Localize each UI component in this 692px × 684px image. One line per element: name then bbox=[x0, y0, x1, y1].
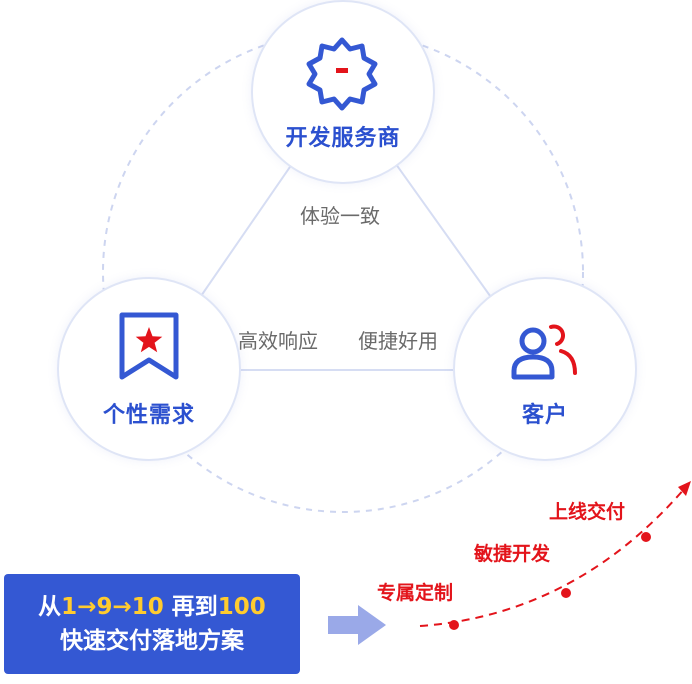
edge-label-left: 高效响应 bbox=[238, 329, 318, 353]
users-icon bbox=[511, 324, 577, 380]
node-needs: 个性需求 bbox=[57, 277, 241, 461]
edge-label-right: 便捷好用 bbox=[358, 329, 438, 353]
node-customer-label: 客户 bbox=[521, 403, 568, 428]
node-customer: 客户 bbox=[453, 277, 637, 461]
banner-step-100: 100 bbox=[217, 594, 266, 620]
stage-label-agile: 敏捷开发 bbox=[474, 543, 551, 565]
banner-step-10: 10 bbox=[131, 594, 164, 620]
bookmark-star-icon bbox=[119, 312, 179, 380]
node-needs-label: 个性需求 bbox=[102, 403, 195, 428]
banner-arrow-2: → bbox=[112, 594, 132, 620]
connecting-triangle bbox=[148, 88, 545, 371]
gear-icon bbox=[306, 37, 378, 111]
banner-arrow-1: → bbox=[77, 594, 97, 620]
node-developer-label: 开发服务商 bbox=[285, 126, 401, 151]
stage-label-delivery: 上线交付 bbox=[549, 501, 626, 523]
edge-label-top: 体验一致 bbox=[300, 204, 380, 228]
banner-step-9: 9 bbox=[96, 594, 113, 620]
stage-label-custom: 专属定制 bbox=[377, 582, 454, 604]
banner-line-1: 从1→9→10 再到100 bbox=[4, 590, 300, 624]
stage-dot-agile bbox=[561, 588, 571, 598]
banner-step-1: 1 bbox=[61, 594, 78, 620]
node-developer: 开发服务商 bbox=[251, 0, 435, 184]
banner-mid: 再到 bbox=[163, 594, 218, 620]
banner-line-2: 快速交付落地方案 bbox=[60, 628, 244, 654]
stage-dot-delivery bbox=[641, 532, 651, 542]
summary-banner: 从1→9→10 再到100 快速交付落地方案 bbox=[4, 574, 300, 674]
flow-arrow-icon bbox=[328, 605, 386, 645]
progress-curve-arrowhead bbox=[678, 481, 691, 496]
stage-dot-custom bbox=[449, 620, 459, 630]
banner-prefix: 从 bbox=[38, 594, 62, 620]
